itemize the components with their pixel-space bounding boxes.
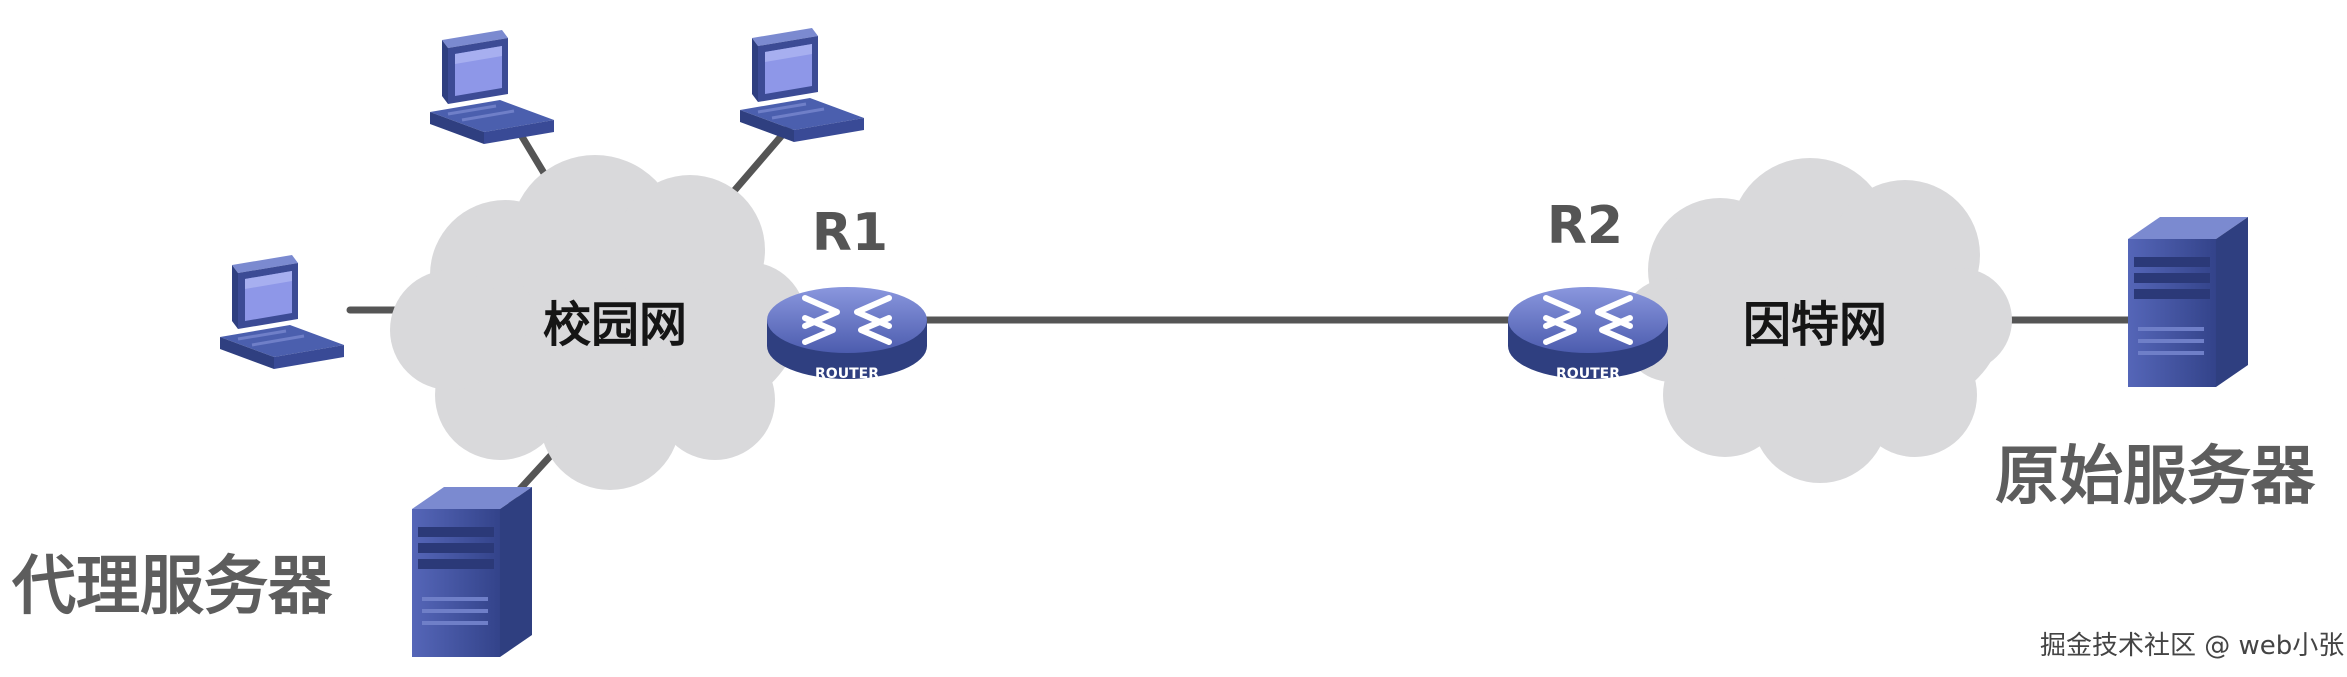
- internet-label: 因特网: [1742, 297, 1888, 353]
- computer-icon: [218, 253, 346, 371]
- router-badge: ROUTER: [815, 366, 879, 382]
- router-r1-name: R1: [811, 203, 889, 263]
- link-pc-top-right: [724, 122, 794, 202]
- computer-icon: [738, 26, 866, 144]
- campus-cloud: [390, 155, 806, 490]
- router-r2-icon: ROUTER: [1508, 287, 1668, 382]
- campus-network-label: 校园网: [542, 297, 688, 353]
- origin-server-icon: [2128, 217, 2248, 387]
- computer-icon: [428, 28, 556, 146]
- proxy-server-label: 代理服务器: [12, 550, 332, 624]
- proxy-server-icon: [412, 487, 532, 657]
- origin-server-label: 原始服务器: [1995, 440, 2315, 514]
- router-badge: ROUTER: [1556, 366, 1620, 382]
- router-r2-name: R2: [1546, 196, 1624, 256]
- router-r1-icon: ROUTER: [767, 287, 927, 382]
- watermark: 掘金技术社区 @ web小张: [2040, 631, 2345, 661]
- internet-cloud: [1620, 158, 2012, 483]
